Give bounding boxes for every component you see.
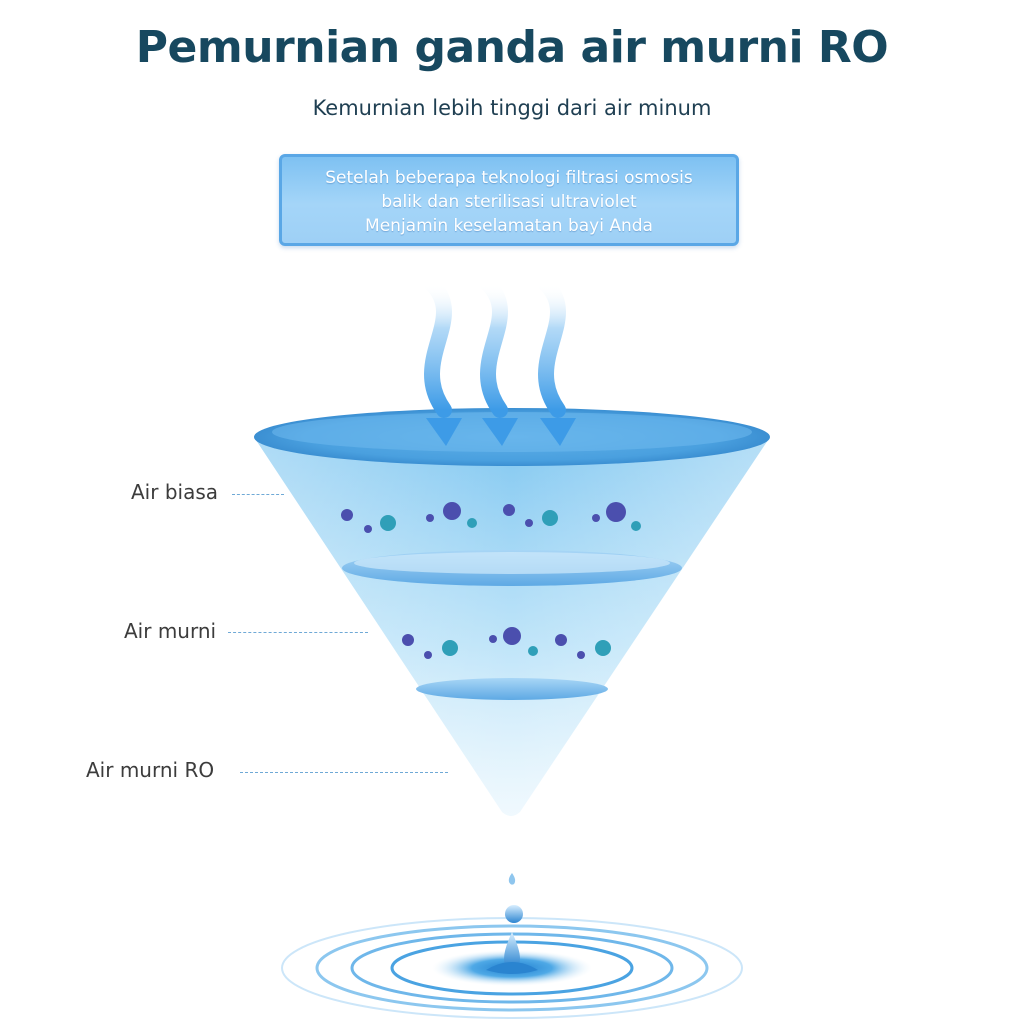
impurity-particle-icon (341, 502, 626, 533)
info-box: Setelah beberapa teknologi filtrasi osmo… (279, 154, 739, 246)
leader-line-tap-water (232, 494, 284, 495)
impurity-particle-icon (402, 627, 585, 659)
filter-layer-2 (416, 678, 608, 700)
info-line-1: Setelah beberapa teknologi filtrasi osmo… (325, 168, 693, 188)
label-tap-water: Air biasa (131, 480, 219, 504)
funnel-cone-highlight (254, 437, 770, 816)
wavy-down-arrow-icon (424, 276, 462, 446)
info-line-2: balik dan sterilisasi ultraviolet (381, 192, 637, 212)
wavy-down-arrow-icon (480, 276, 518, 446)
wavy-down-arrow-icon (538, 276, 576, 446)
funnel-rim-inner (272, 412, 752, 452)
water-drop-icon (486, 905, 538, 974)
page-subtitle: Kemurnian lebih tinggi dari air minum (312, 96, 712, 120)
impurity-particle-icon (380, 510, 641, 531)
page-title: Pemurnian ganda air murni RO (135, 22, 889, 73)
leader-line-ro-water (240, 772, 448, 773)
label-ro-water: Air murni RO (86, 758, 215, 782)
impurity-particle-icon (442, 640, 611, 656)
filter-layer-1-top (354, 552, 670, 574)
label-pure-water: Air murni (124, 619, 217, 643)
info-line-3: Menjamin keselamatan bayi Anda (365, 216, 653, 236)
leader-line-pure-water (228, 632, 368, 633)
water-drop-icon (508, 873, 516, 885)
